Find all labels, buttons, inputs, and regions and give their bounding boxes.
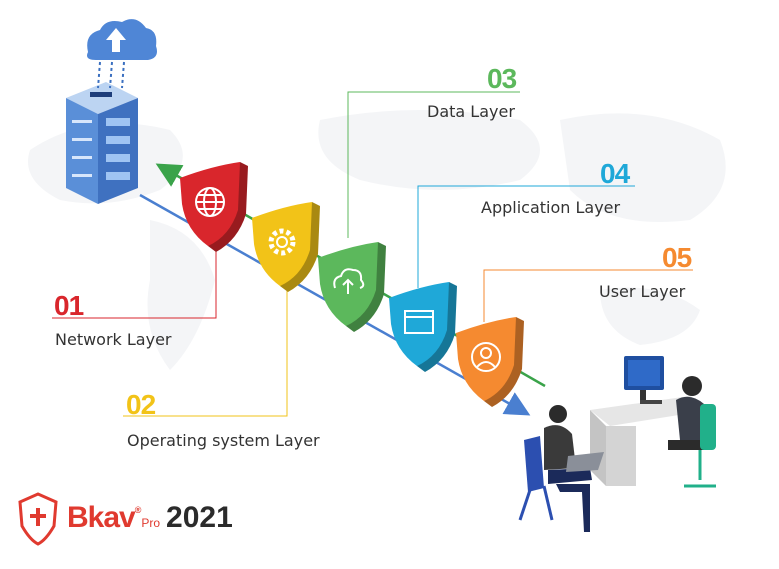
brand-registered-mark: ® bbox=[134, 505, 142, 515]
brand-wordmark: Bkav®Pro 2021 bbox=[67, 503, 233, 533]
layer-05-number: 05 bbox=[662, 242, 692, 273]
layer-05-label: User Layer bbox=[599, 282, 686, 301]
office-scene-illustration bbox=[518, 356, 716, 532]
brand-name: Bkav bbox=[67, 501, 136, 534]
browser-window-icon bbox=[404, 310, 434, 334]
brand-edition: Pro bbox=[141, 516, 161, 530]
layer-02-label: Operating system Layer bbox=[127, 431, 320, 450]
layer-02-number: 02 bbox=[126, 389, 156, 420]
cloud-upload-icon bbox=[333, 268, 365, 294]
bkav-logo-icon bbox=[18, 492, 58, 546]
shield-layer-03 bbox=[318, 242, 386, 332]
layer-04-label: Application Layer bbox=[481, 198, 621, 217]
layer-03-label: Data Layer bbox=[427, 102, 515, 121]
label-connectors bbox=[52, 91, 693, 417]
shield-group bbox=[180, 162, 524, 407]
cloud-icon bbox=[87, 19, 157, 89]
layer-01-number: 01 bbox=[54, 290, 84, 321]
globe-icon bbox=[195, 187, 225, 217]
layer-04-number: 04 bbox=[600, 158, 630, 189]
shield-layer-04 bbox=[389, 282, 457, 372]
brand-year: 2021 bbox=[166, 501, 233, 534]
layer-03-number: 03 bbox=[487, 63, 517, 94]
server-icon bbox=[66, 82, 138, 204]
shield-layer-02 bbox=[252, 202, 320, 292]
layer-01-label: Network Layer bbox=[55, 330, 172, 349]
user-icon bbox=[471, 342, 501, 372]
gear-icon bbox=[268, 228, 296, 256]
shield-layer-01 bbox=[180, 162, 248, 252]
shield-layer-05 bbox=[456, 317, 524, 407]
